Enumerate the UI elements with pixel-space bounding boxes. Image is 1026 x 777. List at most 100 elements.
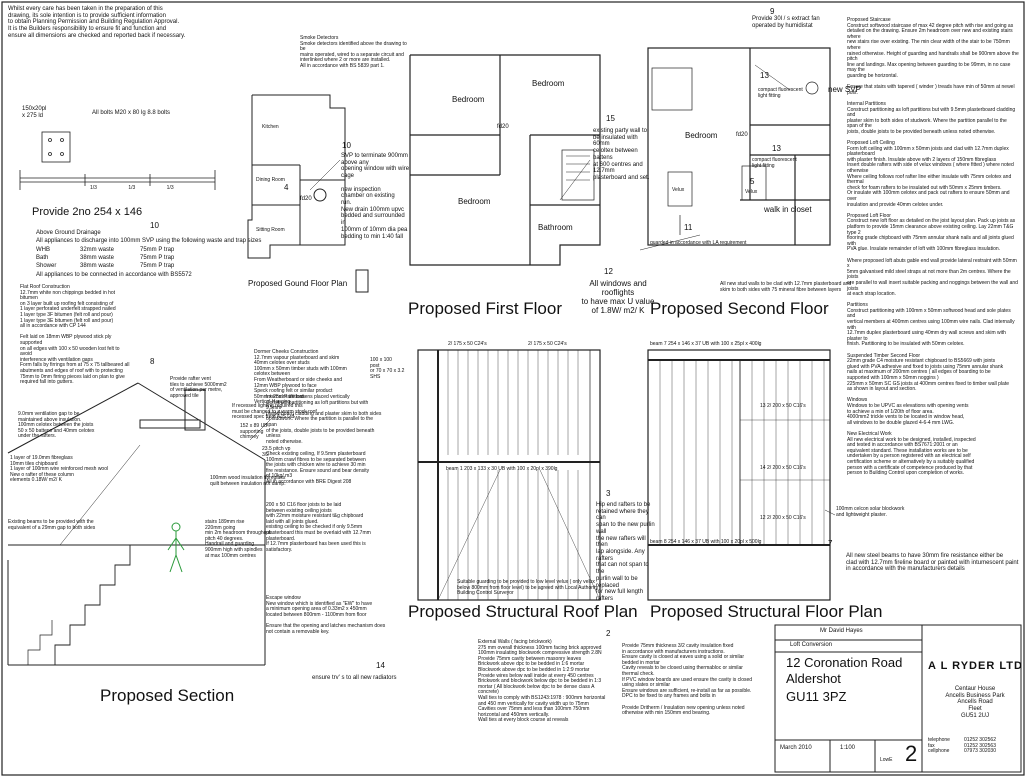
rafter-vent-note: Provide rafter vent tiles to achieve 500… [170, 376, 227, 399]
structural-floor-plan [647, 349, 831, 601]
escape-window-notes: Escape window New window which is identi… [266, 595, 386, 635]
external-walls-num: 2 [606, 629, 611, 638]
hip-rafter-note: Hip end rafters to be retained where the… [596, 502, 655, 603]
sf-velux-2: Velux [745, 189, 758, 195]
sf-walkin: walk in closet [764, 205, 812, 214]
spec-notes: Proposed Staircase Construct softwood st… [847, 17, 1019, 477]
gf-num10: 10 [342, 141, 351, 150]
drainage-row: 75mm P trap [140, 263, 175, 269]
sf-num13a: 13 [760, 71, 769, 80]
ff-bathroom: Bathroom [538, 223, 573, 232]
address-line-1: 12 Coronation Road [786, 655, 903, 670]
sf-bedroom: Bedroom [685, 131, 718, 140]
section-left-note-2: 1 layer of 19.0mm fibreglass 10mm tiles … [10, 455, 109, 484]
windows-num: 12 [604, 267, 613, 276]
bolts-note: All bolts M20 x 80 lg 8.8 bolts [92, 110, 171, 116]
ff-bedroom-3: Bedroom [458, 197, 491, 206]
ground-floor-title: Proposed Gound Floor Plan [248, 279, 348, 288]
company-address: Centaur House Ancells Business Park Ance… [945, 686, 1005, 719]
internal-partitions-notes: Internal Partitions Construct partitioni… [266, 394, 382, 445]
title-block [774, 624, 1022, 773]
floor-dim-3: 12 2/ 200 x 50 C16's [760, 515, 806, 521]
ff-num15: 15 [606, 114, 615, 123]
blockwork-note: 100mm celcon solar blockwork and lightwe… [836, 506, 905, 518]
sf-fluor-2: compact fluorescent light fitting [752, 157, 797, 169]
extract-fan-note: Provide 30l / s extract fan operated by … [752, 16, 820, 29]
dormer-notes: Dormer Cheeks Construction 12.7mm vapour… [254, 349, 350, 406]
drainage-intro: All appliances to discharge into 100mm S… [36, 238, 262, 244]
sf-num11: 11 [684, 223, 693, 232]
drawing-scale: 1:100 [840, 745, 856, 751]
second-floor-title: Proposed Second Floor [650, 299, 829, 318]
gf-fd20: fd20 [300, 196, 312, 202]
sf-fluor-1: compact fluorescent light fitting [758, 87, 803, 99]
new-svp: new SVP [828, 85, 861, 94]
sf-num9: 9 [770, 7, 775, 16]
windows-uvalue: All windows and rooflights to have max U… [581, 279, 655, 315]
drawing-date: March 2010 [780, 745, 812, 751]
drainage-row: 75mm P trap [140, 255, 175, 261]
floor-joists-notes: 200 x 50 C16 floor joists to be laid bet… [266, 502, 371, 553]
drawn-by: LowE [880, 757, 893, 763]
drainage-title: Above Ground Drainage [36, 230, 101, 236]
floor-beam-8: beam 8 254 x 146 x 37 UB with 100 x 20pl… [650, 539, 762, 545]
flat-roof-notes: Flat Roof Construction 12.7mm white non … [20, 284, 130, 386]
first-floor-title: Proposed First Floor [408, 299, 562, 318]
postcode: GU11 3PZ [786, 689, 847, 704]
roof-top-dim-2: 2/ 175 x 50 C24's [528, 341, 567, 347]
sheet-number: 2 [905, 741, 918, 766]
post-note: 100 x 100 post or 70 x 70 x 3.2 SHS [370, 357, 405, 380]
roof-beam-1: beam 1 203 x 133 x 30 UB with 100 x 20pl… [446, 466, 558, 472]
sf-fd20: fd20 [736, 132, 748, 138]
drainage-row: Bath [36, 255, 49, 261]
roof-plan-title: Proposed Structural Roof Plan [408, 602, 638, 621]
label-kitchen: Kitchen [262, 124, 279, 130]
floor-beam-7: beam 7 254 x 146 x 37 UB with 100 x 25pl… [650, 341, 762, 347]
phone-labels: telephone fax cellphone [928, 737, 950, 755]
floor-plan-title: Proposed Structural Floor Plan [650, 602, 883, 621]
steel-fire-note: All new steel beams to have 30mm fire re… [846, 553, 1019, 573]
drainage-number: 10 [150, 221, 159, 230]
address-line-2: Aldershot [786, 671, 841, 686]
external-walls-notes: External Walls ( facing brickwork) 275 m… [478, 639, 606, 724]
company-name: A L RYDER LTD [928, 660, 1023, 672]
disclaimer-notes: Whilst every care has been taken in the … [8, 6, 186, 39]
cavity-notes: Provide 75mm thickness 3/2 cavity insula… [622, 643, 753, 717]
drainage-row: 38mm waste [80, 263, 115, 269]
floor-dim-2: 14 2/ 200 x 50 C16's [760, 465, 806, 471]
person-figure [167, 522, 185, 573]
sf-velux-1: Velux [672, 187, 685, 193]
ff-bedroom-2: Bedroom [532, 79, 565, 88]
drainage-row: 75mm P trap [140, 247, 175, 253]
ceiling-check-notes: Check existing ceiling, If 9.5mm plaster… [266, 451, 370, 485]
provide-beams: Provide 2no 254 x 146 [32, 206, 143, 218]
smoke-detector-notes: Smoke Detectors Smoke detectors identifi… [300, 35, 407, 69]
party-wall-notes: existing party wall to be insulated with… [593, 128, 650, 182]
trv-note: ensure trv' s to all new radiators [312, 675, 397, 681]
roof-rafters [437, 350, 601, 601]
roof-top-dim-1: 2/ 175 x 50 C24's [448, 341, 487, 347]
sf-num5: 5 [750, 177, 755, 186]
drainage-footer: All appliances to be connected in accord… [36, 272, 192, 278]
section-left-note-3: Existing beams to be provided with the e… [8, 519, 96, 531]
chimney-beam-note: 152 x 89 UB supporting chimney [240, 423, 268, 441]
svp-notes: SVP to terminate 900mm above any opening… [341, 153, 410, 240]
ff-bedroom-1: Bedroom [452, 95, 485, 104]
roof-num3: 3 [606, 489, 611, 498]
stair-note: stairs 189mm rise 220mm going min 2m hea… [205, 519, 271, 559]
ridge-note: 23.5 pitch vp 3/2 [262, 446, 291, 458]
section-num8: 8 [150, 357, 155, 366]
ground-floor-plan [247, 94, 369, 293]
num14: 14 [376, 661, 385, 670]
label-sitting: Sitting Room [256, 227, 285, 233]
drainage-row: Shower [36, 263, 57, 269]
section-drawing [7, 382, 266, 666]
leader-lines [249, 64, 836, 516]
ff-fd20: fd20 [497, 124, 509, 130]
gf-num4: 4 [284, 183, 289, 192]
stud-wall-note: All new stud walls to be clad with 12.7m… [720, 281, 852, 293]
floor-num7: 7 [828, 539, 833, 548]
first-floor-plan [409, 54, 601, 266]
label-dining: Dining Room [256, 177, 285, 183]
